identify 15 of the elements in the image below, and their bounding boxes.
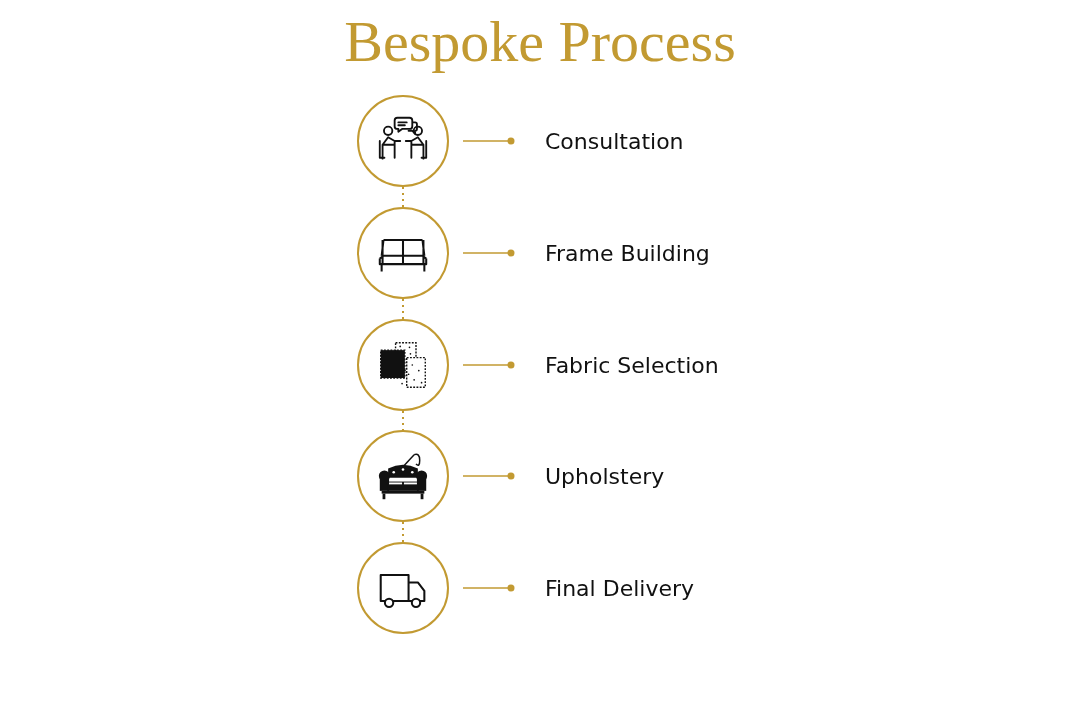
step-label: Consultation — [545, 128, 684, 154]
dotted-connector — [402, 521, 404, 543]
dot-connector — [462, 361, 515, 369]
step-label: Upholstery — [545, 463, 665, 489]
dotted-connector — [402, 186, 404, 208]
step-label: Frame Building — [545, 240, 710, 266]
dot-connector — [462, 584, 515, 592]
step-label: Fabric Selection — [545, 352, 719, 378]
dot-connector — [462, 137, 515, 145]
dotted-connector — [402, 298, 404, 320]
step-label: Final Delivery — [545, 575, 694, 601]
dot-connector — [462, 249, 515, 257]
dotted-connector — [402, 410, 404, 431]
diagram-title: Bespoke Process — [344, 8, 736, 75]
dot-connector — [462, 472, 515, 480]
